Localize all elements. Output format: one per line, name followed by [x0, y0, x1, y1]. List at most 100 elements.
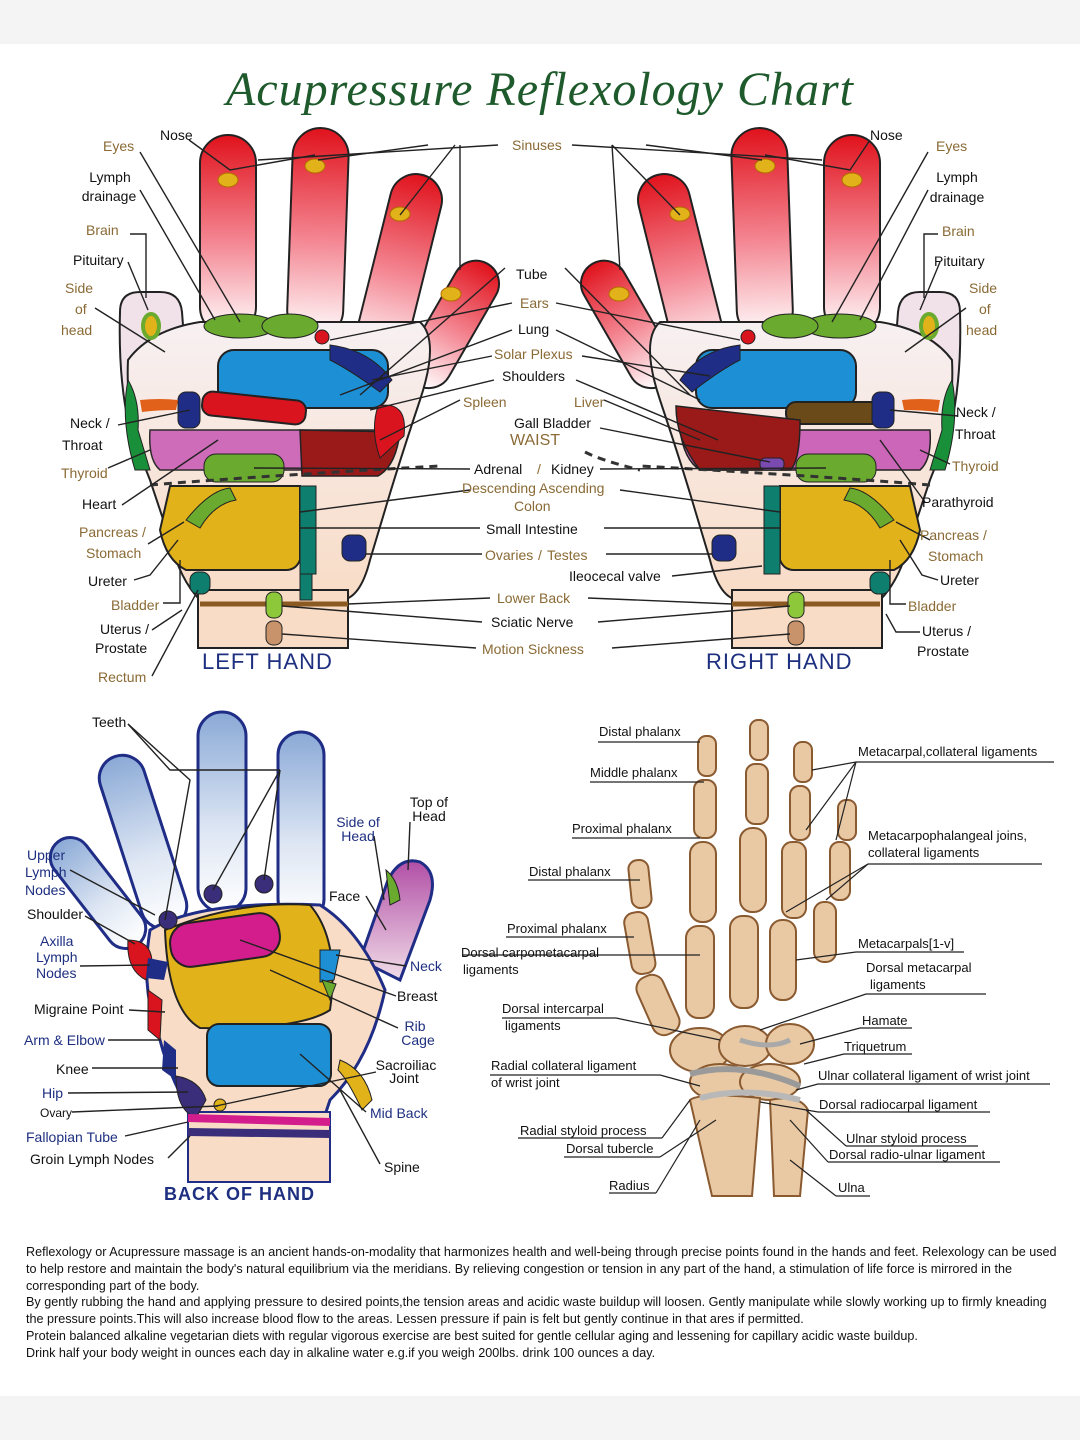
back-label-arm-elbow: Arm & Elbow	[24, 1032, 105, 1048]
label-shoulders: Shoulders	[502, 368, 566, 384]
left-label-eyes: Eyes	[103, 138, 135, 154]
label-ileocecal-valve: Ileocecal valve	[569, 568, 661, 584]
left-label-brain: Brain	[86, 222, 119, 238]
label-adrenal: Adrenal	[474, 461, 523, 477]
label-lower-back: Lower Back	[497, 590, 571, 606]
left-label-heart: Heart	[82, 496, 117, 512]
left-label-of: of	[75, 301, 87, 317]
back-label-axilla-nodes: Nodes	[36, 965, 77, 981]
bone-label-dorsal-metacarpal-ligaments: ligaments	[870, 977, 926, 992]
back-label-neck: Neck	[410, 958, 442, 974]
left-label-nose: Nose	[160, 127, 193, 143]
back-label-breast: Breast	[397, 988, 438, 1004]
back-label-cage: Cage	[401, 1032, 435, 1048]
bone-label-dorsal-carpometacarpal: Dorsal carpometacarpal	[461, 945, 600, 960]
bone-label-radial-collateral: Radial collateral ligament	[491, 1058, 637, 1073]
bone-label-metacarpals: Metacarpals[1-v]	[858, 936, 955, 951]
right-label-lymph: Lymph	[936, 169, 978, 185]
back-label-joint: Joint	[389, 1070, 419, 1086]
back-label-ovary: Ovary	[40, 1106, 73, 1120]
right-label-pituitary: Pituitary	[934, 253, 985, 269]
label-lung: Lung	[518, 321, 550, 337]
bone-label-ulnar-styloid: Ulnar styloid process	[846, 1131, 967, 1146]
back-label-side-head: Head	[341, 828, 375, 844]
bone-label-triquetrum: Triquetrum	[844, 1039, 907, 1054]
back-label-sacroiliac: Sacroiliac	[375, 1057, 437, 1073]
left-hand-illustration	[94, 127, 513, 677]
bone-label-dorsal-carpometacarpal-ligaments: ligaments	[463, 962, 519, 977]
back-label-upper-nodes: Nodes	[25, 882, 66, 898]
chart-sheet: Acupressure Reflexology Chart Sinuses Tu…	[0, 44, 1080, 1396]
bone-label-radius: Radius	[609, 1178, 650, 1193]
right-label-ureter: Ureter	[940, 572, 979, 588]
back-label-upper-lymph: Lymph	[25, 864, 67, 880]
right-label-stomach: Stomach	[928, 548, 984, 564]
back-label-rib: Rib	[404, 1018, 426, 1034]
label-small-intestine: Small Intestine	[486, 521, 578, 537]
bone-label-mcp-joins: Metacarpophalangeal joins,	[868, 828, 1027, 843]
page-title: Acupressure Reflexology Chart	[226, 63, 854, 116]
back-label-spine: Spine	[384, 1159, 420, 1175]
back-label-axilla: Axilla	[40, 933, 74, 949]
left-label-head: head	[61, 322, 93, 338]
left-label-prostate: Prostate	[95, 640, 148, 656]
label-slash-1: /	[537, 461, 541, 477]
back-label-teeth: Teeth	[92, 714, 127, 730]
right-label-drainage: drainage	[929, 189, 985, 205]
bone-label-dorsal-intercarpal: Dorsal intercarpal	[502, 1001, 604, 1016]
back-label-shoulder: Shoulder	[27, 906, 84, 922]
back-label-upper: Upper	[27, 847, 66, 863]
left-label-stomach: Stomach	[86, 545, 142, 561]
right-label-neck: Neck /	[956, 404, 996, 420]
left-label-lymph: Lymph	[89, 169, 131, 185]
label-kidney: Kidney	[551, 461, 594, 477]
right-hand-title: RIGHT HAND	[706, 649, 853, 674]
left-label-rectum: Rectum	[98, 669, 147, 685]
bone-anatomy-illustration	[623, 719, 857, 1197]
right-label-eyes: Eyes	[936, 138, 968, 154]
back-of-hand-illustration	[48, 710, 434, 1183]
right-label-head: head	[966, 322, 998, 338]
bone-leader-lines	[462, 741, 1054, 1197]
description-text: Reflexology or Acupressure massage is an…	[26, 1244, 1061, 1362]
label-sinuses: Sinuses	[512, 137, 562, 153]
label-motion-sickness: Motion Sickness	[482, 641, 584, 657]
label-descending-ascending: Descending Ascending	[462, 480, 605, 496]
right-label-prostate: Prostate	[917, 643, 970, 659]
label-ears: Ears	[520, 295, 549, 311]
right-label-uterus: Uterus /	[922, 623, 972, 639]
bone-label-dorsal-intercarpal-ligaments: ligaments	[505, 1018, 561, 1033]
description-paragraph-4: Drink half your body weight in ounces ea…	[26, 1345, 656, 1360]
right-label-pancreas: Pancreas /	[920, 527, 987, 543]
label-slash-2: /	[538, 547, 542, 563]
bone-label-proximal-phalanx-1: Proximal phalanx	[572, 821, 672, 836]
back-label-mid-back: Mid Back	[370, 1105, 428, 1121]
right-label-bladder: Bladder	[908, 598, 957, 614]
label-liver: Liver	[574, 394, 605, 410]
bone-label-ulna: Ulna	[838, 1180, 865, 1195]
back-label-hip: Hip	[42, 1085, 64, 1101]
label-sciatic-nerve: Sciatic Nerve	[491, 614, 574, 630]
back-label-axilla-lymph: Lymph	[36, 949, 78, 965]
right-label-throat: Throat	[955, 426, 996, 442]
bone-label-mcp-collateral: collateral ligaments	[868, 845, 980, 860]
illustrations	[48, 127, 1054, 1197]
label-tube: Tube	[516, 266, 548, 282]
left-label-side: Side	[65, 280, 94, 296]
label-testes: Testes	[547, 547, 588, 563]
left-hand-title: LEFT HAND	[202, 649, 333, 674]
label-waist: WAIST	[510, 432, 561, 449]
right-label-brain: Brain	[942, 223, 975, 239]
label-colon: Colon	[514, 498, 551, 514]
right-label-nose: Nose	[870, 127, 903, 143]
description-paragraph-2: By gently rubbing the hand and applying …	[26, 1295, 1047, 1327]
back-label-migraine-point: Migraine Point	[34, 1001, 124, 1017]
bone-label-dorsal-radiocarpal: Dorsal radiocarpal ligament	[819, 1097, 978, 1112]
label-solar-plexus: Solar Plexus	[494, 346, 573, 362]
back-label-groin-lymph-nodes: Groin Lymph Nodes	[30, 1151, 154, 1167]
right-label-parathyroid: Parathyroid	[922, 494, 994, 510]
bone-label-middle-phalanx: Middle phalanx	[590, 765, 678, 780]
description-paragraph-1: Reflexology or Acupressure massage is an…	[26, 1245, 1057, 1293]
back-label-knee: Knee	[56, 1061, 89, 1077]
right-hand-illustration	[555, 127, 967, 649]
